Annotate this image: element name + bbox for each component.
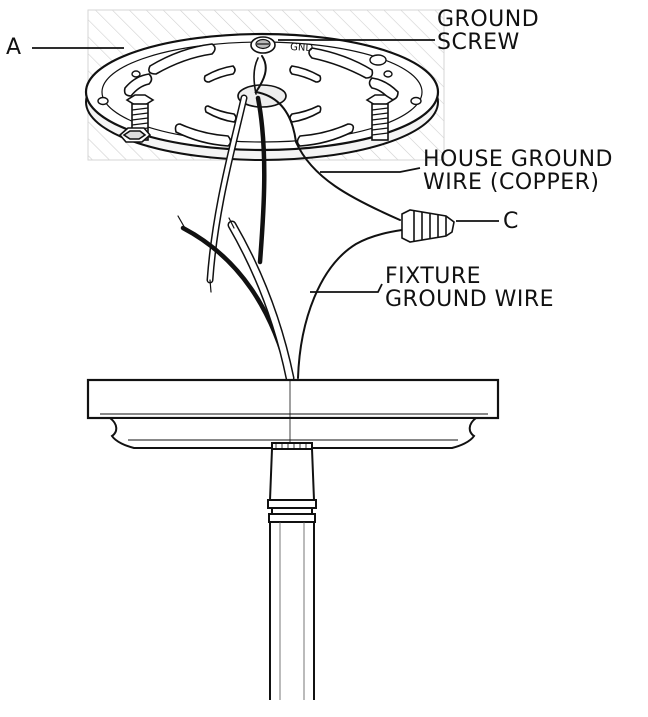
label-house-ground-line1: HOUSE GROUND bbox=[423, 147, 613, 172]
label-a: A bbox=[6, 35, 22, 60]
leader-lines bbox=[32, 39, 499, 293]
fixture-stem bbox=[267, 442, 317, 700]
label-fixture-ground-line2: GROUND WIRE bbox=[385, 287, 555, 312]
wires bbox=[177, 55, 403, 383]
wire-nut bbox=[401, 209, 455, 243]
fixture-canopy bbox=[86, 378, 500, 449]
label-fixture-ground-line1: FIXTURE bbox=[385, 264, 482, 289]
mounting-plate bbox=[84, 32, 440, 161]
label-ground-screw-line1: GROUND bbox=[437, 7, 540, 32]
label-house-ground-line2: WIRE (COPPER) bbox=[423, 170, 600, 195]
label-c: C bbox=[503, 209, 519, 234]
plate-stamp: GND bbox=[290, 42, 314, 54]
label-ground-screw-line2: SCREW bbox=[437, 30, 520, 55]
